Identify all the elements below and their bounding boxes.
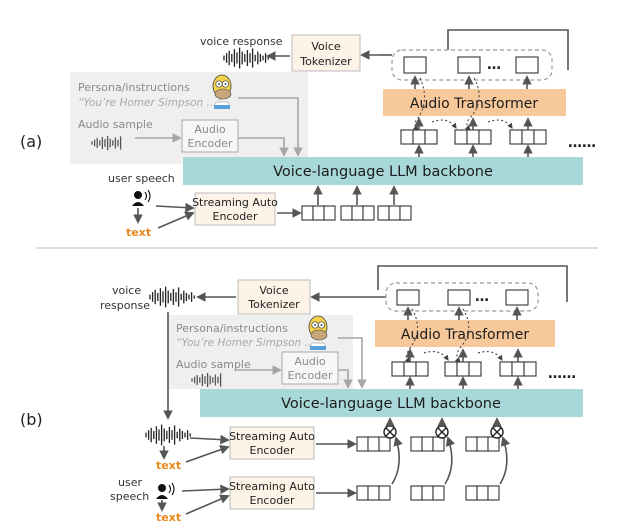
waveform-icon — [91, 135, 122, 151]
waveform-icon — [191, 372, 222, 388]
streaming-encoder-a-line2: Encoder — [213, 210, 258, 223]
audio-encoder-a-line1: Audio — [194, 123, 226, 136]
dotted-feedback-b2 — [454, 308, 470, 363]
voice-tokenizer-box-b — [237, 279, 311, 315]
token-b2 — [447, 289, 471, 306]
persona-example-b: “You’re Homer Simpson …” — [176, 337, 321, 349]
dotted-feedback-a4 — [487, 119, 513, 129]
streaming-encoder-a-line1: Streaming Auto — [192, 196, 278, 209]
text-label-a: text — [126, 226, 151, 239]
token-row-b-mid — [356, 436, 500, 452]
user-speech-b-line1: user — [118, 476, 142, 489]
token-group-a — [391, 49, 553, 81]
voice-tokenizer-b-line2: Tokenizer — [247, 298, 300, 311]
token-dots-a: … — [487, 57, 501, 73]
arrow-encoder-to-llm-a — [238, 137, 289, 157]
arrow-encoder-to-llm-b — [338, 369, 353, 389]
curve-to-otimes-b2 — [444, 436, 455, 485]
token-b1 — [396, 289, 420, 306]
panel-b-label: (b) — [20, 410, 43, 429]
llm-backbone-b-label: Voice-language LLM backbone — [281, 396, 501, 412]
arrow-speech-to-encoder-b2 — [181, 484, 230, 495]
streaming-encoder-b2-line1: Streaming Auto — [229, 480, 315, 493]
voice-response-b-line2: response — [100, 299, 150, 312]
voice-response-b-line1: voice — [112, 284, 141, 297]
panel-b: (b) voice response Voice Tokenizer … Aud… — [20, 265, 583, 524]
ellipsis-a: …… — [568, 135, 596, 151]
llm-backbone-b — [200, 389, 583, 417]
audio-encoder-b-line1: Audio — [294, 355, 326, 368]
streaming-encoder-b2-line2: Encoder — [250, 494, 295, 507]
ellipsis-b: …… — [548, 366, 576, 382]
arrow-persona-to-llm-a — [238, 97, 303, 157]
waveform-icon — [149, 286, 195, 308]
text-label-b2: text — [156, 511, 181, 524]
llm-backbone-a-label: Voice-language LLM backbone — [273, 164, 493, 180]
audio-transformer-a — [383, 89, 566, 116]
user-speech-b-line2: speech — [110, 490, 149, 503]
persona-title-a: Persona/instructions — [78, 81, 190, 94]
voice-tokenizer-a-line2: Tokenizer — [299, 55, 352, 68]
token-b3 — [505, 289, 529, 306]
audio-transformer-a-label: Audio Transformer — [410, 96, 538, 112]
panel-a: (a) voice response Voice Tokenizer … Aud… — [20, 29, 596, 239]
voice-tokenizer-box-a — [291, 34, 361, 72]
arrow-speech-to-encoder-a — [155, 202, 195, 213]
token-row-b-bottom — [356, 485, 500, 501]
homer-simpson-icon — [308, 315, 328, 351]
arrow-text-to-encoder-a — [157, 211, 195, 229]
voice-response-label-a: voice response — [200, 35, 283, 48]
persona-example-a: “You’re Homer Simpson …” — [78, 97, 223, 109]
person-speaking-icon — [155, 482, 175, 500]
token-a1 — [403, 56, 427, 74]
person-speaking-icon — [131, 189, 151, 207]
token-row-a-top — [400, 129, 547, 145]
token-row-a-bottom — [301, 205, 412, 221]
arrow-persona-to-llm-b — [338, 337, 367, 389]
audio-encoder-b-line2: Encoder — [288, 369, 333, 382]
audio-encoder-box-b — [281, 351, 339, 385]
multiply-circle-icon — [435, 425, 449, 439]
dotted-feedback-b1 — [404, 308, 419, 363]
user-speech-label-a: user speech — [108, 172, 175, 185]
audio-encoder-a-line2: Encoder — [188, 137, 233, 150]
streaming-encoder-box-a — [194, 192, 276, 226]
dotted-feedback-b3 — [423, 351, 449, 361]
audio-sample-label-b: Audio sample — [176, 358, 251, 371]
token-a2 — [457, 56, 481, 74]
arrow-wave-to-encoder-b1 — [189, 434, 230, 445]
streaming-encoder-b1-line2: Encoder — [250, 444, 295, 457]
arrow-text-to-encoder-b1 — [185, 445, 230, 463]
multiply-circle-icon — [383, 425, 397, 439]
curve-to-otimes-b1 — [391, 436, 403, 485]
arrow-text-to-encoder-b2 — [185, 494, 230, 515]
waveform-icon — [223, 47, 269, 69]
persona-title-b: Persona/instructions — [176, 322, 288, 335]
text-label-b1: text — [156, 459, 181, 472]
token-a3 — [515, 56, 539, 74]
dotted-feedback-a3 — [431, 119, 457, 129]
audio-encoder-box-a — [181, 119, 239, 153]
audio-sample-label-a: Audio sample — [78, 118, 153, 131]
multiply-circle-icon — [490, 425, 504, 439]
streaming-encoder-box-b2 — [229, 476, 315, 510]
voice-tokenizer-b-line1: Voice — [259, 284, 289, 297]
curve-to-otimes-b3 — [499, 436, 510, 485]
audio-transformer-b — [375, 320, 555, 347]
dotted-feedback-b4 — [477, 351, 503, 361]
audio-transformer-b-label: Audio Transformer — [401, 327, 529, 343]
waveform-icon — [145, 424, 191, 446]
token-dots-b: … — [475, 289, 489, 305]
homer-simpson-icon — [212, 74, 232, 110]
llm-backbone-a — [183, 157, 583, 185]
loop-line-a — [447, 29, 569, 70]
token-group-b — [385, 282, 539, 312]
loop-line-b — [377, 265, 568, 302]
streaming-encoder-box-b1 — [229, 426, 315, 460]
panel-a-label: (a) — [20, 132, 42, 151]
voice-tokenizer-a-line1: Voice — [311, 40, 341, 53]
token-row-b-top — [391, 361, 537, 377]
streaming-encoder-b1-line1: Streaming Auto — [229, 430, 315, 443]
